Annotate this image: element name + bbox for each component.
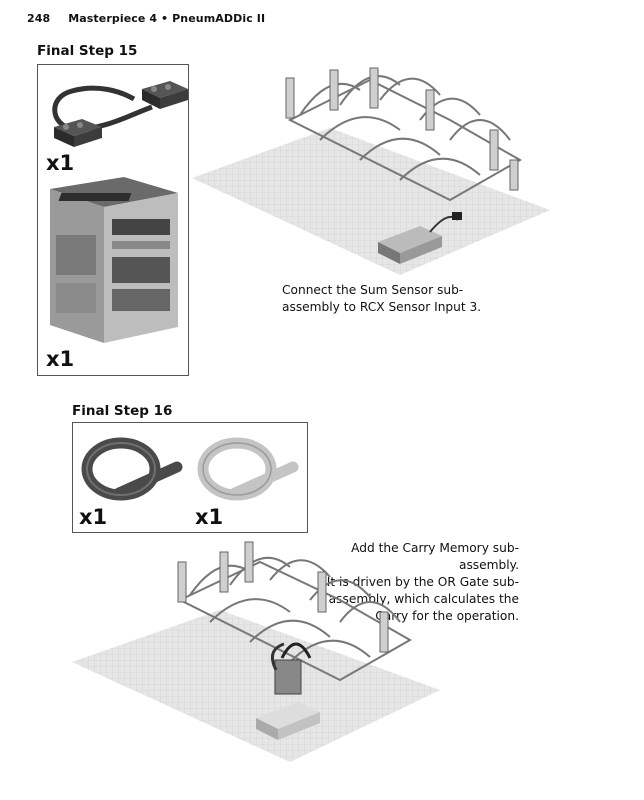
step-15-part-1-qty: x1: [46, 151, 75, 175]
step-16-title: Final Step 16: [72, 403, 173, 419]
light-tube-image: [197, 437, 299, 501]
running-title: Masterpiece 4 • PneumADDic II: [68, 12, 266, 25]
page-number: 248: [27, 12, 51, 25]
step-16-part-1-qty: x1: [79, 505, 108, 529]
step-16-caption-line-4: Carry for the operation.: [375, 609, 519, 623]
running-header: 248 Masterpiece 4 • PneumADDic II: [27, 12, 265, 25]
step-15-caption-line-1: Connect the Sum Sensor sub-: [282, 283, 464, 297]
step-16-caption-line-1: Add the Carry Memory sub-assembly.: [351, 541, 519, 572]
step-16-model-image: [72, 541, 440, 762]
step-16-caption-line-2: It is driven by the OR Gate sub-: [326, 575, 519, 589]
rcx-brick-image: [50, 177, 178, 343]
step-15-model-image: [192, 67, 550, 275]
sensor-cable-image: [52, 81, 188, 147]
step-16-caption: Add the Carry Memory sub-assembly. It is…: [299, 540, 519, 625]
step-15-part-2-qty: x1: [46, 347, 75, 371]
step-15-title: Final Step 15: [37, 43, 138, 59]
dark-tube-image: [81, 437, 183, 501]
step-16-parts-box: x1 x1: [72, 422, 308, 533]
step-15-caption: Connect the Sum Sensor sub- assembly to …: [282, 282, 481, 316]
step-15-parts-box: x1 x1: [37, 64, 189, 376]
step-16-part-2-qty: x1: [195, 505, 224, 529]
step-15-caption-line-2: assembly to RCX Sensor Input 3.: [282, 300, 482, 314]
